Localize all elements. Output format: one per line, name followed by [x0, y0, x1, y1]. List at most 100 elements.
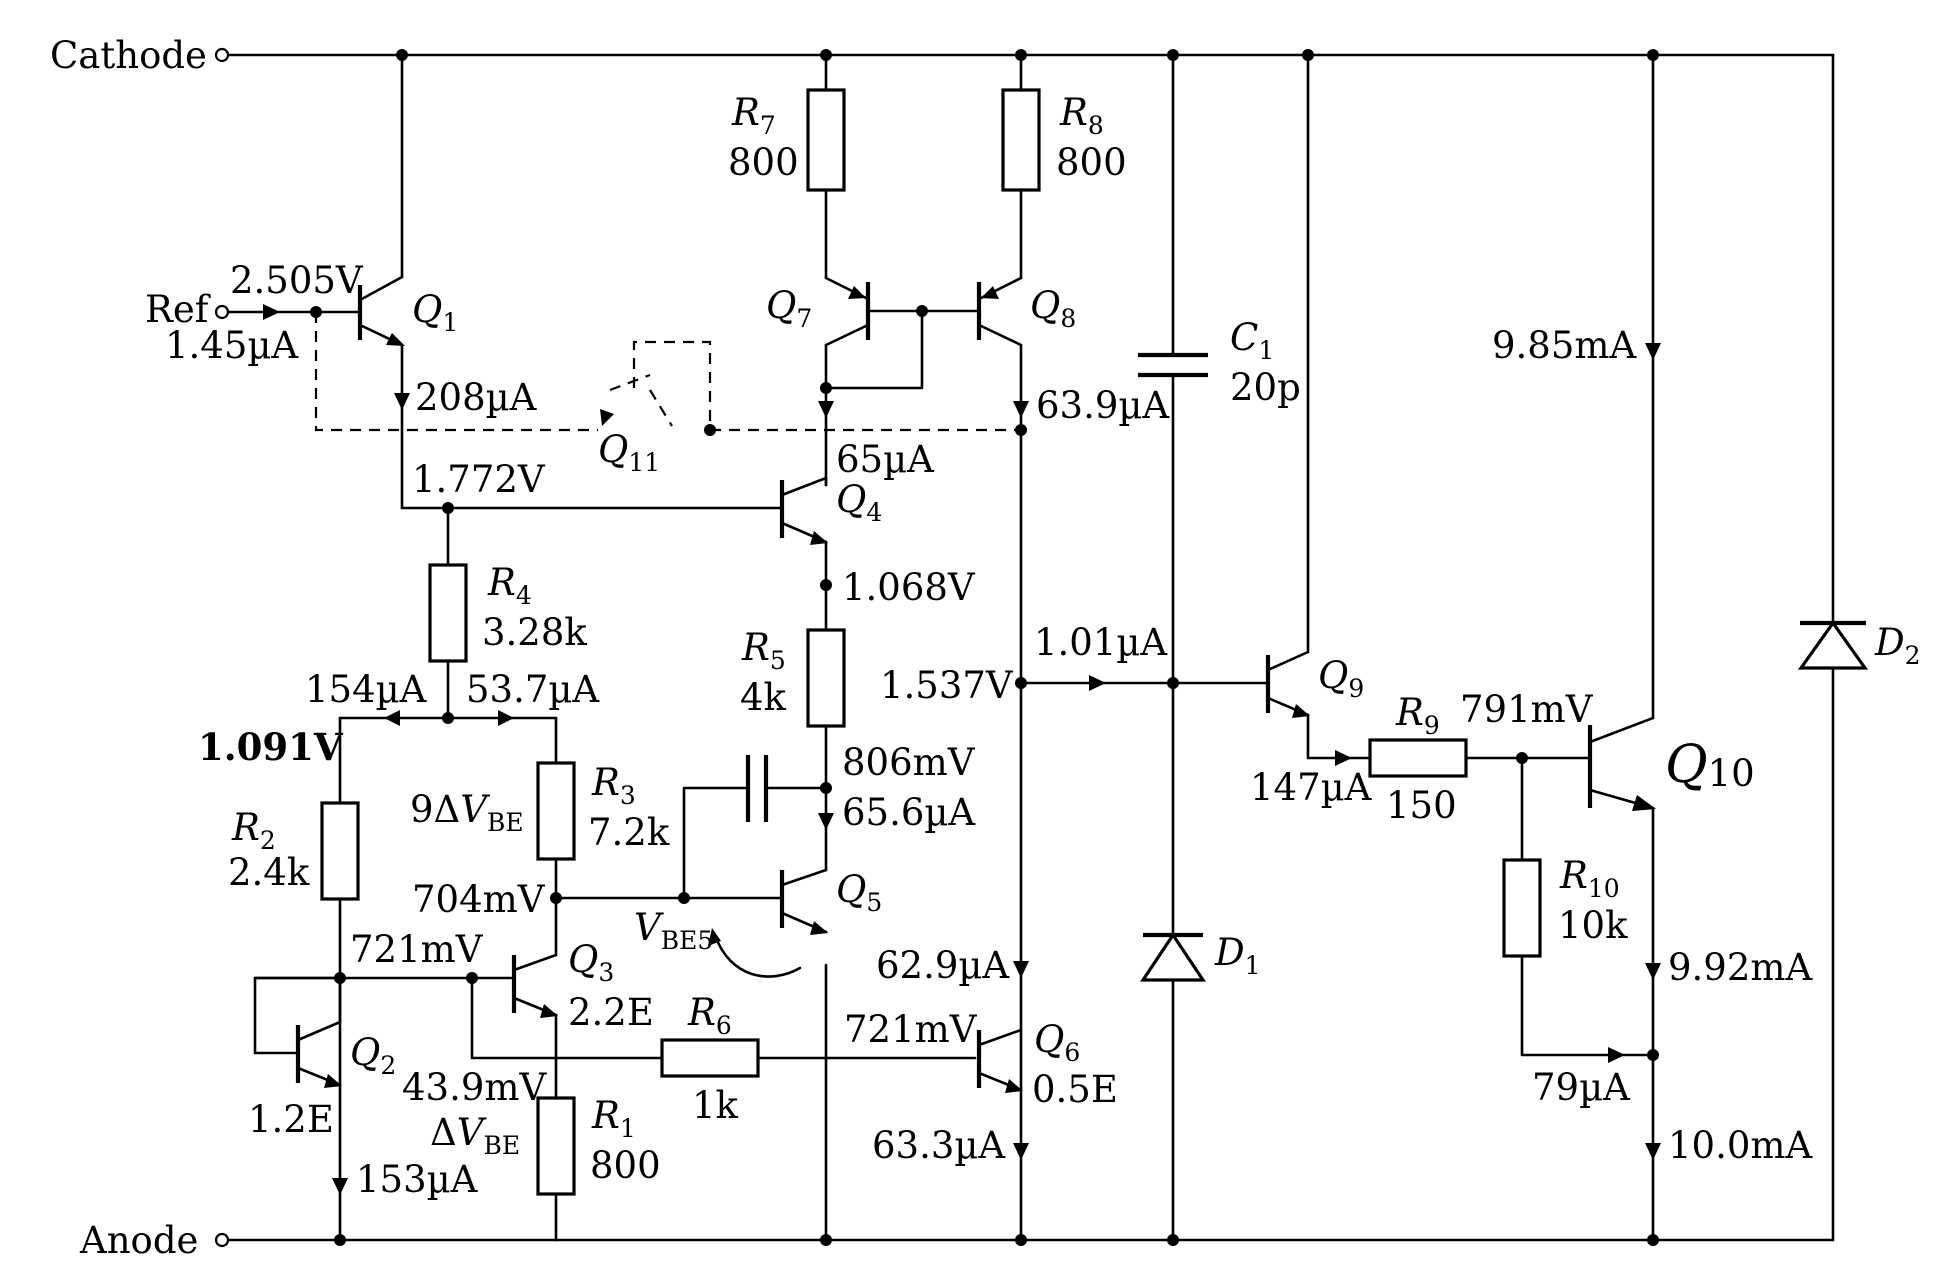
q11-label: Q11: [598, 428, 660, 477]
r7-label: R7: [731, 91, 776, 140]
q4-label: Q4: [836, 478, 882, 527]
r3-label: R3: [591, 761, 636, 810]
r5-value: 4k: [740, 676, 787, 719]
q10-base-voltage: 791mV: [1460, 688, 1594, 731]
transistor-q2: [253, 976, 342, 1088]
transistor-q6: [976, 1028, 1023, 1093]
transistor-q10: [1587, 53, 1656, 1242]
transistor-q3: [511, 953, 558, 1100]
q5-collector-voltage: 806mV: [842, 741, 976, 784]
q8-label: Q8: [1030, 284, 1076, 333]
transistor-q4: [779, 476, 828, 545]
junction-dots: [310, 49, 1659, 1246]
r10-current: 79µA: [1532, 1066, 1631, 1109]
anode-terminal[interactable]: [214, 1232, 230, 1248]
q3-label: Q3: [568, 938, 614, 987]
q3-base-voltage: 721mV: [350, 928, 484, 971]
anode-current: 10.0mA: [1668, 1124, 1813, 1167]
anode-label: Anode: [79, 1219, 198, 1262]
r10-label: R10: [1559, 854, 1620, 903]
resistor-r10: [1502, 858, 1542, 958]
q5-base-voltage: 704mV: [412, 878, 546, 921]
r4-label: R4: [487, 561, 532, 610]
q4-current: 65µA: [836, 438, 935, 481]
q6-label: Q6: [1034, 1018, 1080, 1067]
d2-label: D2: [1874, 621, 1921, 670]
r6-value: 1k: [692, 1084, 739, 1127]
cathode-terminal[interactable]: [214, 47, 230, 63]
q11-dashed-link: [314, 312, 598, 432]
wire-r6-left: [470, 976, 664, 1060]
ref-current-arrow: [263, 304, 280, 320]
transistor-q8: [976, 276, 1023, 1242]
q1-current: 208µA: [415, 376, 538, 419]
ref-terminal[interactable]: [214, 304, 230, 320]
resistor-r1: [536, 1096, 576, 1196]
q2-current-arrow: [332, 1178, 348, 1195]
q5-current: 65.6µA: [842, 791, 976, 834]
q10-collector-current: 9.85mA: [1492, 324, 1637, 367]
q6-in-current: 62.9µA: [876, 944, 1010, 987]
wire-mirror-diode: [824, 309, 924, 390]
q6-size: 0.5E: [1032, 1068, 1118, 1111]
r3-drop: 9ΔVBE: [410, 788, 524, 837]
r5-label: R5: [741, 626, 786, 675]
r2-top-voltage: 1.091V: [198, 725, 344, 769]
q10-emitter-current: 9.92mA: [1668, 946, 1813, 989]
r3-branch-current: 53.7µA: [466, 668, 600, 711]
q4-emitter-voltage: 1.068V: [842, 566, 976, 609]
diode-d2: [1797, 620, 1869, 670]
q10-label: Q10: [1665, 735, 1755, 795]
r1-label: R1: [591, 1094, 636, 1143]
q9-label: Q9: [1318, 654, 1364, 703]
q1-label: Q1: [412, 288, 458, 337]
c1-label: C1: [1230, 316, 1274, 365]
resistor-r9: [1368, 738, 1468, 778]
wire-comp-cap: [682, 786, 750, 900]
ref-label: Ref: [145, 288, 211, 331]
r7-value: 800: [728, 141, 799, 184]
r2-label: R2: [231, 806, 276, 855]
resistor-r8: [1001, 88, 1041, 192]
cathode-label: Cathode: [50, 34, 207, 77]
q4-base-voltage: 1.772V: [412, 458, 546, 501]
diode-d1: [1140, 932, 1206, 1242]
d1-label: D1: [1214, 931, 1261, 980]
r8-label: R8: [1059, 91, 1104, 140]
vbe5-label: VBE5: [634, 906, 713, 955]
transistor-q1: [226, 53, 405, 510]
q11-dashed-body: [632, 340, 712, 430]
resistor-r3: [536, 761, 576, 861]
transistor-q5: [779, 868, 828, 1242]
resistor-r6: [660, 1038, 760, 1078]
r9-value: 150: [1386, 784, 1457, 827]
q6-out-current: 63.3µA: [872, 1124, 1006, 1167]
r8-value: 800: [1056, 141, 1127, 184]
ref-current: 1.45µA: [165, 324, 299, 367]
resistor-r5: [806, 628, 846, 728]
c1-value: 20p: [1230, 366, 1301, 409]
q9-current: 147µA: [1250, 766, 1373, 809]
q9-base-current: 1.01µA: [1034, 621, 1168, 664]
r10-value: 10k: [1558, 904, 1628, 947]
ref-voltage: 2.505V: [230, 259, 364, 302]
r3-value: 7.2k: [588, 811, 670, 854]
q6-base-voltage: 721mV: [844, 1008, 978, 1051]
transistor-q7: [824, 276, 871, 390]
resistor-r2: [320, 801, 360, 901]
r2-branch-current: 154µA: [305, 668, 428, 711]
r1-value: 800: [590, 1144, 661, 1187]
r4-value: 3.28k: [482, 611, 587, 654]
resistor-r4: [428, 563, 468, 663]
r1-top-voltage: 43.9mV: [402, 1066, 547, 1109]
r6-label: R6: [687, 991, 732, 1040]
r9-label: R9: [1395, 691, 1440, 740]
resistor-r7: [806, 88, 846, 192]
q1-current-arrow: [394, 393, 410, 410]
node-voltage-1537: 1.537V: [880, 664, 1014, 707]
q2-label: Q2: [350, 1031, 396, 1080]
q5-label: Q5: [836, 868, 882, 917]
vbe5-arrow: [713, 933, 802, 978]
r1-drop: ΔVBE: [430, 1111, 520, 1160]
